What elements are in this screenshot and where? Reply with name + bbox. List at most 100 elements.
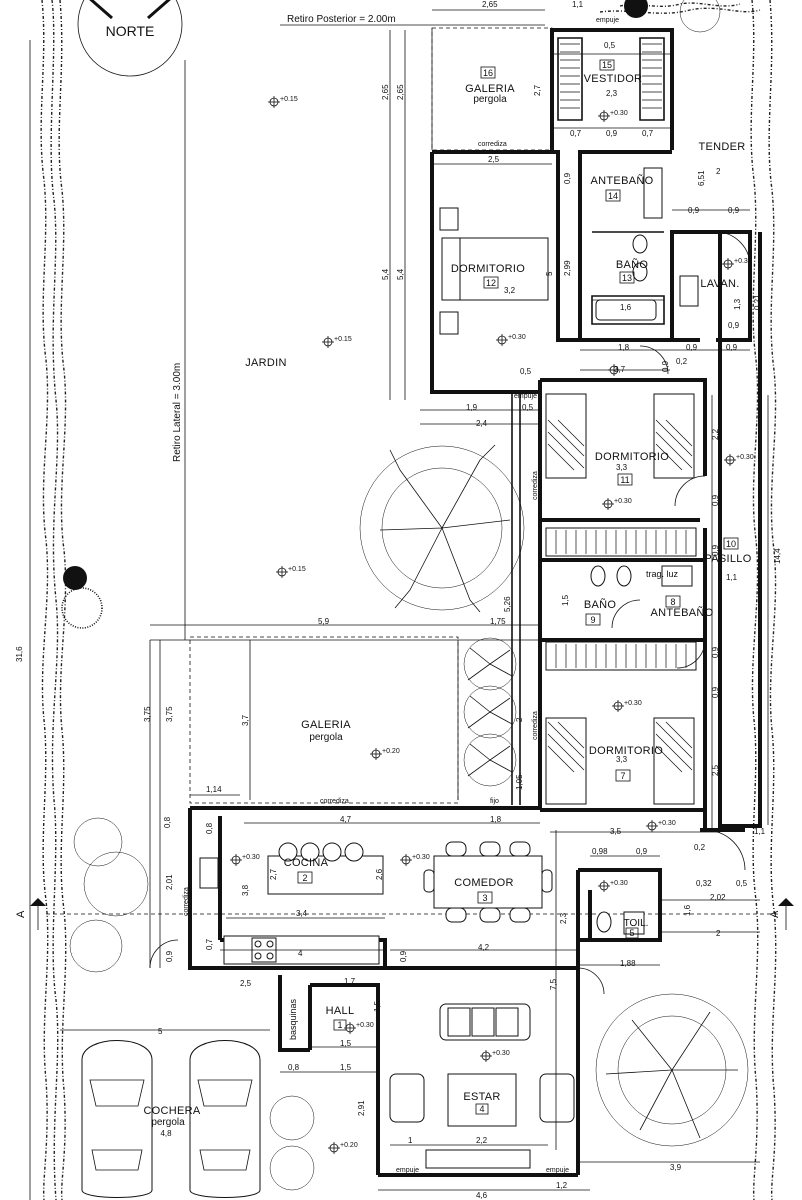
svg-text:+0.30: +0.30 — [658, 820, 676, 827]
svg-text:0,9: 0,9 — [728, 206, 740, 215]
svg-text:+0.30: +0.30 — [734, 258, 752, 265]
svg-text:+0.30: +0.30 — [356, 1022, 374, 1029]
rear-wing-walls — [430, 27, 762, 830]
svg-text:corrediza: corrediza — [320, 798, 349, 805]
section-mark-right: A — [769, 898, 794, 930]
svg-text:1,1: 1,1 — [572, 0, 584, 9]
room-dormitorio-12: DORMITORIO — [451, 263, 525, 275]
hedge-right — [750, 0, 777, 1200]
svg-text:A: A — [15, 910, 27, 918]
room-number-13: 13 — [622, 273, 632, 283]
svg-text:3,7: 3,7 — [241, 714, 250, 726]
svg-text:empuje: empuje — [596, 17, 619, 24]
room-comedor: COMEDOR — [454, 877, 514, 889]
svg-text:0,2: 0,2 — [676, 357, 688, 366]
svg-text:4,2: 4,2 — [478, 943, 490, 952]
room-number-5: 5 — [629, 928, 634, 938]
room-number-2: 2 — [302, 873, 307, 883]
svg-text:5,9: 5,9 — [318, 617, 330, 626]
svg-text:5: 5 — [545, 271, 554, 276]
svg-text:2,5: 2,5 — [240, 979, 252, 988]
svg-text:0,32: 0,32 — [696, 879, 712, 888]
svg-text:5,4: 5,4 — [381, 268, 390, 280]
svg-text:0,8: 0,8 — [163, 816, 172, 828]
dining-table — [423, 841, 553, 923]
room-dormitorio-11: DORMITORIO — [595, 451, 669, 463]
level-marks: +0.15 +0.15 +0.30 +0.30 +0.30 +0.30 +0.3… — [230, 96, 754, 1154]
room-number-10: 10 — [726, 539, 736, 549]
svg-text:+0.30: +0.30 — [624, 700, 642, 707]
svg-text:0,9: 0,9 — [711, 494, 720, 506]
svg-text:1,6: 1,6 — [620, 303, 632, 312]
svg-text:4,6: 4,6 — [476, 1191, 488, 1200]
svg-text:empuje: empuje — [546, 1167, 569, 1174]
svg-text:0,7: 0,7 — [205, 938, 214, 950]
svg-text:+0.30: +0.30 — [610, 880, 628, 887]
svg-text:2,2: 2,2 — [476, 1136, 488, 1145]
room-galeria-front: GALERIA — [301, 719, 351, 731]
fixtures-bano-9 — [590, 565, 693, 587]
shrubs-left — [61, 566, 315, 1191]
side-setback-label: Retiro Lateral = 3.00m — [172, 363, 183, 462]
bed-dormitorio-12 — [439, 207, 549, 335]
svg-text:3,3: 3,3 — [616, 463, 628, 472]
rear-setback-label: Retiro Posterior = 2.00m — [287, 14, 396, 25]
svg-text:1,5: 1,5 — [340, 1063, 352, 1072]
svg-text:0,21: 0,21 — [753, 294, 762, 310]
room-number-14: 14 — [608, 191, 618, 201]
svg-text:5: 5 — [158, 1027, 163, 1036]
room-toil: TOIL. — [624, 918, 649, 929]
svg-text:1,5: 1,5 — [340, 1039, 352, 1048]
svg-text:2,91: 2,91 — [357, 1100, 366, 1116]
svg-text:2,6: 2,6 — [375, 868, 384, 880]
svg-text:4,7: 4,7 — [340, 815, 352, 824]
room-number-9: 9 — [590, 615, 595, 625]
svg-text:3,4: 3,4 — [296, 909, 308, 918]
svg-text:1,6: 1,6 — [683, 904, 692, 916]
svg-text:0,9: 0,9 — [636, 847, 648, 856]
svg-text:1,3: 1,3 — [733, 298, 742, 310]
room-number-1: 1 — [337, 1020, 342, 1030]
room-jardin: JARDIN — [245, 357, 287, 369]
room-tender: TENDER — [698, 141, 745, 153]
room-antebano-8: ANTEBAÑO — [651, 606, 714, 619]
vestidor-shelving — [560, 43, 662, 109]
svg-text:0,9: 0,9 — [726, 343, 738, 352]
room-number-12: 12 — [486, 278, 496, 288]
svg-text:1,14: 1,14 — [206, 785, 222, 794]
svg-text:2,02: 2,02 — [710, 893, 726, 902]
fixtures-bano-13 — [595, 167, 663, 321]
svg-text:0,9: 0,9 — [606, 129, 618, 138]
svg-text:2,5: 2,5 — [488, 155, 500, 164]
svg-text:0,7: 0,7 — [642, 129, 654, 138]
svg-text:+0.30: +0.30 — [610, 110, 628, 117]
svg-text:3,3: 3,3 — [616, 755, 628, 764]
svg-text:2,4: 2,4 — [476, 419, 488, 428]
living-furniture — [389, 1003, 575, 1169]
dimension-lines — [60, 9, 760, 1191]
washer-lavan — [679, 275, 699, 307]
room-number-16: 16 — [483, 68, 493, 78]
svg-text:corrediza: corrediza — [532, 471, 539, 500]
svg-text:2,3: 2,3 — [606, 89, 618, 98]
svg-text:2: 2 — [716, 929, 721, 938]
svg-text:7,5: 7,5 — [549, 978, 558, 990]
svg-text:2: 2 — [716, 167, 721, 176]
svg-text:0,2: 0,2 — [694, 843, 706, 852]
svg-text:3,2: 3,2 — [504, 286, 516, 295]
svg-text:3,75: 3,75 — [165, 706, 174, 722]
svg-text:2,5: 2,5 — [711, 764, 720, 776]
svg-text:1,1: 1,1 — [726, 573, 738, 582]
svg-text:1,5: 1,5 — [373, 1000, 382, 1012]
svg-text:2,7: 2,7 — [269, 868, 278, 880]
room-bano-9: BAÑO — [584, 598, 617, 611]
svg-text:0,8: 0,8 — [288, 1063, 300, 1072]
svg-text:+0.30: +0.30 — [614, 498, 632, 505]
room-galeria-front-sub: pergola — [309, 732, 343, 743]
svg-text:0,9: 0,9 — [728, 321, 740, 330]
svg-text:trag. luz: trag. luz — [646, 569, 679, 579]
svg-text:3,9: 3,9 — [670, 1163, 682, 1172]
north-label: NORTE — [106, 23, 155, 39]
room-cochera: COCHERA — [143, 1105, 200, 1117]
